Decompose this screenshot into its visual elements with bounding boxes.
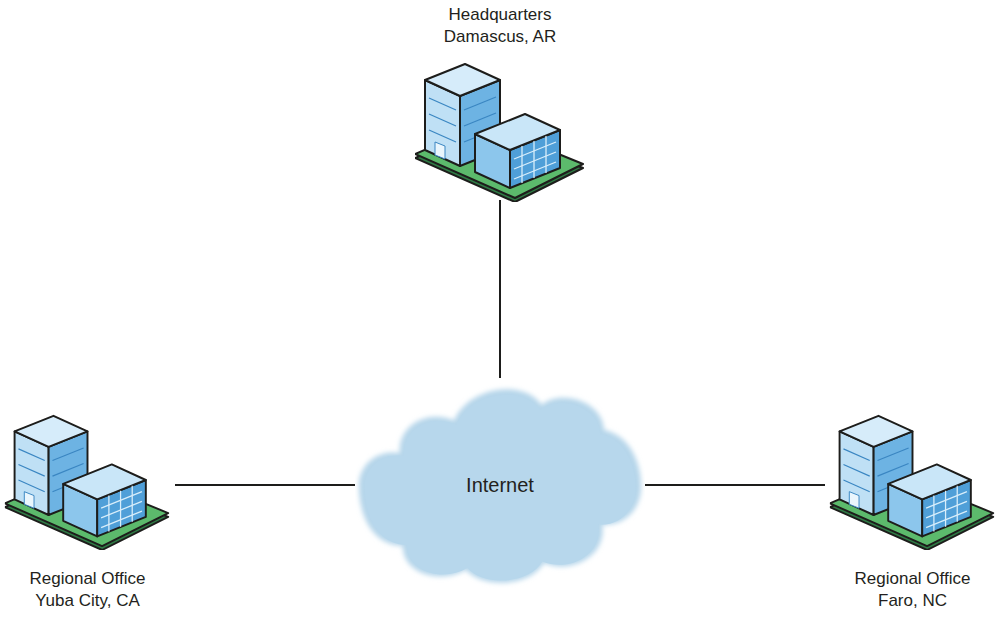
building-graphic <box>830 416 993 550</box>
connector-stroke <box>645 484 825 486</box>
cloud-core <box>365 395 636 581</box>
connector-line <box>645 485 825 486</box>
connector-stroke <box>175 484 355 486</box>
office-label: Damascus, AR <box>415 26 585 48</box>
building-icon <box>825 410 1000 550</box>
cloud-label-wrap: Internet <box>355 378 645 592</box>
connector-stroke <box>499 200 501 378</box>
cloud-outline <box>359 389 641 583</box>
building-icon <box>415 58 585 202</box>
office-label: Regional Office <box>0 568 175 590</box>
building-node: HeadquartersDamascus, AR <box>415 0 585 200</box>
building-graphic <box>415 64 583 202</box>
building-graphic <box>5 416 168 550</box>
cloud-label: Internet <box>466 474 534 497</box>
building-label-group: Regional OfficeYuba City, CA <box>0 568 175 612</box>
connector-line <box>175 485 355 486</box>
building-node: Regional OfficeFaro, NC <box>825 410 1000 616</box>
office-label: Headquarters <box>415 4 585 26</box>
office-label: Regional Office <box>825 568 1000 590</box>
office-label: Faro, NC <box>825 590 1000 612</box>
building-label-group: Regional OfficeFaro, NC <box>825 568 1000 612</box>
building-icon <box>0 410 175 550</box>
connector-line <box>500 200 501 378</box>
building-label-group: HeadquartersDamascus, AR <box>415 4 585 48</box>
cloud-node: Internet <box>355 378 645 592</box>
building-node: Regional OfficeYuba City, CA <box>0 410 175 616</box>
office-label: Yuba City, CA <box>0 590 175 612</box>
